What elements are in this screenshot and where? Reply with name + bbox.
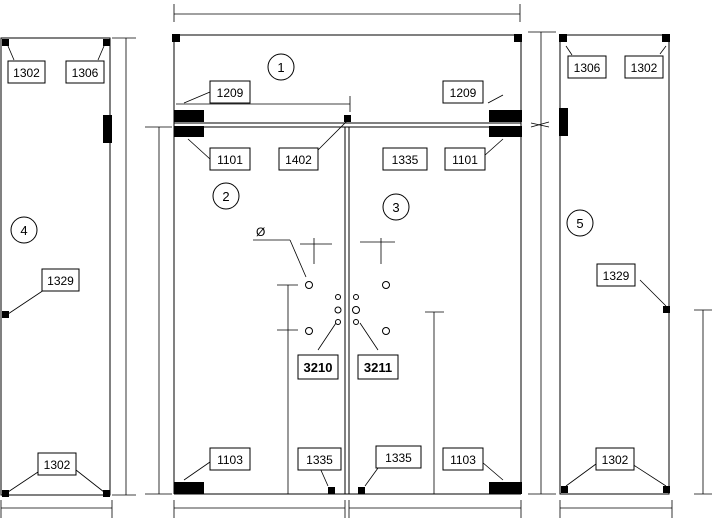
label-right-door-top-strike: 1335: [392, 153, 419, 167]
label-right-door-top-patch: 1101: [452, 153, 478, 167]
label-right-door-bottom-strike: 1335: [385, 451, 412, 465]
right-bottom-right-fitting: [663, 486, 670, 493]
label-left-top-right: 1306: [72, 66, 99, 80]
right-door-top-patch: [489, 126, 522, 137]
hole: [352, 306, 360, 314]
panel-number-2: 2: [222, 189, 229, 204]
hole: [335, 294, 341, 300]
hole: [305, 327, 313, 335]
left-bottom-right-fitting: [103, 490, 110, 497]
label-left-handle-holes: 3210: [304, 360, 333, 375]
label-right-bottom: 1302: [602, 453, 629, 467]
transom-right-patch: [489, 110, 522, 122]
right-door-bottom-patch: [489, 482, 522, 494]
left-bottom-left-fitting: [2, 490, 9, 497]
label-left-top-left: 1302: [13, 66, 40, 80]
left-door-bottom-patch: [174, 482, 204, 494]
label-right-top-right: 1302: [631, 61, 658, 75]
label-left-door-top-patch: 1101: [217, 153, 243, 167]
transom-top-right-fitting: [514, 34, 522, 42]
hole: [335, 319, 341, 325]
hole: [353, 294, 359, 300]
label-right-handle-holes: 3211: [364, 360, 392, 375]
panel-number-4: 4: [20, 223, 27, 238]
panel-number-5: 5: [576, 216, 583, 231]
part-code-labels: 1302 1306 1329 1302 1209 1209 1101 1402 …: [7, 55, 664, 476]
label-right-middle: 1329: [603, 269, 630, 283]
hole: [305, 281, 313, 289]
left-top-right-fitting: [103, 39, 110, 46]
main-frame: Ø: [145, 4, 556, 518]
hole: [353, 319, 359, 325]
label-left-bottom: 1302: [44, 458, 71, 472]
left-sidelight-panel: [0, 37, 136, 518]
panel-circle-1: [267, 53, 295, 81]
right-bottom-strike: [358, 487, 365, 494]
right-bottom-left-fitting: [561, 486, 568, 493]
panel-number-1: 1: [277, 60, 284, 75]
panel-circle-5: [566, 209, 594, 237]
hole: [334, 306, 342, 314]
transom-top-left-fitting: [172, 34, 180, 42]
diameter-symbol: Ø: [256, 225, 265, 239]
label-center-lock: 1402: [285, 153, 312, 167]
label-left-middle: 1329: [47, 274, 74, 288]
panel-circle-3: [382, 193, 410, 221]
panel-circle-4: [10, 216, 38, 244]
left-door-top-patch: [174, 126, 204, 137]
hole: [382, 327, 390, 335]
right-top-left-fitting: [559, 34, 567, 42]
left-bottom-strike: [328, 487, 335, 494]
left-middle-fitting: [2, 311, 9, 318]
label-transom-right-patch: 1209: [450, 86, 477, 100]
leader-lines: [7, 45, 667, 493]
hole: [382, 281, 390, 289]
label-left-door-bottom-patch: 1103: [217, 453, 243, 467]
transom-center-fitting: [344, 115, 351, 122]
transom-left-patch: [174, 110, 204, 122]
right-hinge-block: [559, 108, 568, 136]
panel-circle-2: [212, 182, 240, 210]
left-top-left-fitting: [2, 39, 9, 46]
left-hinge-block: [103, 115, 112, 143]
label-right-door-bottom-patch: 1103: [450, 453, 476, 467]
right-top-right-fitting: [662, 34, 670, 42]
panel-number-3: 3: [392, 200, 399, 215]
label-right-top-left: 1306: [574, 61, 601, 75]
label-left-door-bottom-strike: 1335: [306, 453, 333, 467]
label-transom-left-patch: 1209: [217, 86, 244, 100]
panel-number-circles: 1 2 3 4 5: [10, 53, 594, 244]
right-middle-fitting: [663, 306, 670, 313]
right-sidelight-panel: [559, 34, 712, 518]
